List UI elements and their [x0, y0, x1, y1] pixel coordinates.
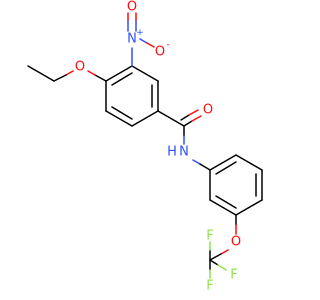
bond-ring-right [209, 199, 237, 216]
atom-labels: O N + O - O O N H O F F F [75, 0, 241, 294]
bond-ring-left [131, 65, 159, 82]
atom-aryl-o: O [231, 235, 241, 250]
atom-f-right: F [230, 268, 237, 283]
ring-left [105, 65, 159, 127]
bond-ring-right [215, 195, 237, 209]
bond-ring-left [105, 110, 133, 127]
atom-f-bottom: F [206, 279, 213, 294]
bond-ring-right [235, 199, 263, 216]
bond-n-ring [199, 163, 211, 171]
ethoxy-group [27, 65, 107, 82]
bond-ring-carbonyl [157, 110, 185, 127]
bond-ethyl [27, 65, 55, 82]
atom-nitro-n: N [127, 32, 137, 47]
atom-nitro-o-right: O [155, 45, 165, 60]
bond-ring-ether [87, 70, 96, 76]
amide-group [157, 109, 211, 171]
bond-n-ring [192, 159, 201, 165]
bond-c-f [217, 264, 227, 271]
bond-ring-left [105, 65, 133, 82]
bond-c-f [209, 259, 219, 266]
atom-nitro-o-top: O [127, 0, 137, 15]
bond-n-o-single [139, 38, 148, 44]
bond-c-o-double [180, 114, 190, 121]
atom-carbonyl-o: O [203, 103, 213, 118]
bond-c-o-double [183, 120, 193, 127]
atom-nitro-n-charge: + [136, 28, 144, 38]
bond-aryl-o-cf3 [209, 253, 222, 261]
bond-ether-ch2 [65, 70, 74, 76]
trifluoromethoxy-group [209, 214, 237, 279]
bond-ring-left [131, 110, 159, 127]
nitro-group [127, 12, 155, 67]
bond-ring-left [111, 72, 133, 86]
atom-amide-h: H [167, 145, 177, 160]
bond-ring-left [111, 106, 133, 120]
atom-amide-n: N [179, 145, 189, 160]
bond-c-o-double [191, 115, 202, 122]
bond-ring-right [215, 161, 237, 175]
atom-ether-o: O [75, 60, 85, 75]
ring-right [209, 154, 263, 216]
atom-f-top: F [206, 229, 213, 244]
bond-c-o-double [188, 109, 199, 116]
atom-nitro-o-right-charge: - [166, 40, 169, 50]
molecule-structure: O N + O - O O N H O F F F [27, 0, 263, 294]
bond-ring-right [235, 154, 263, 171]
bond-ring-right [209, 154, 237, 171]
bond-ether-ch2 [53, 74, 67, 82]
bond-ring-ether [94, 74, 107, 82]
bond-aryl-o-cf3 [220, 249, 229, 255]
bond-n-o-single [146, 42, 155, 48]
